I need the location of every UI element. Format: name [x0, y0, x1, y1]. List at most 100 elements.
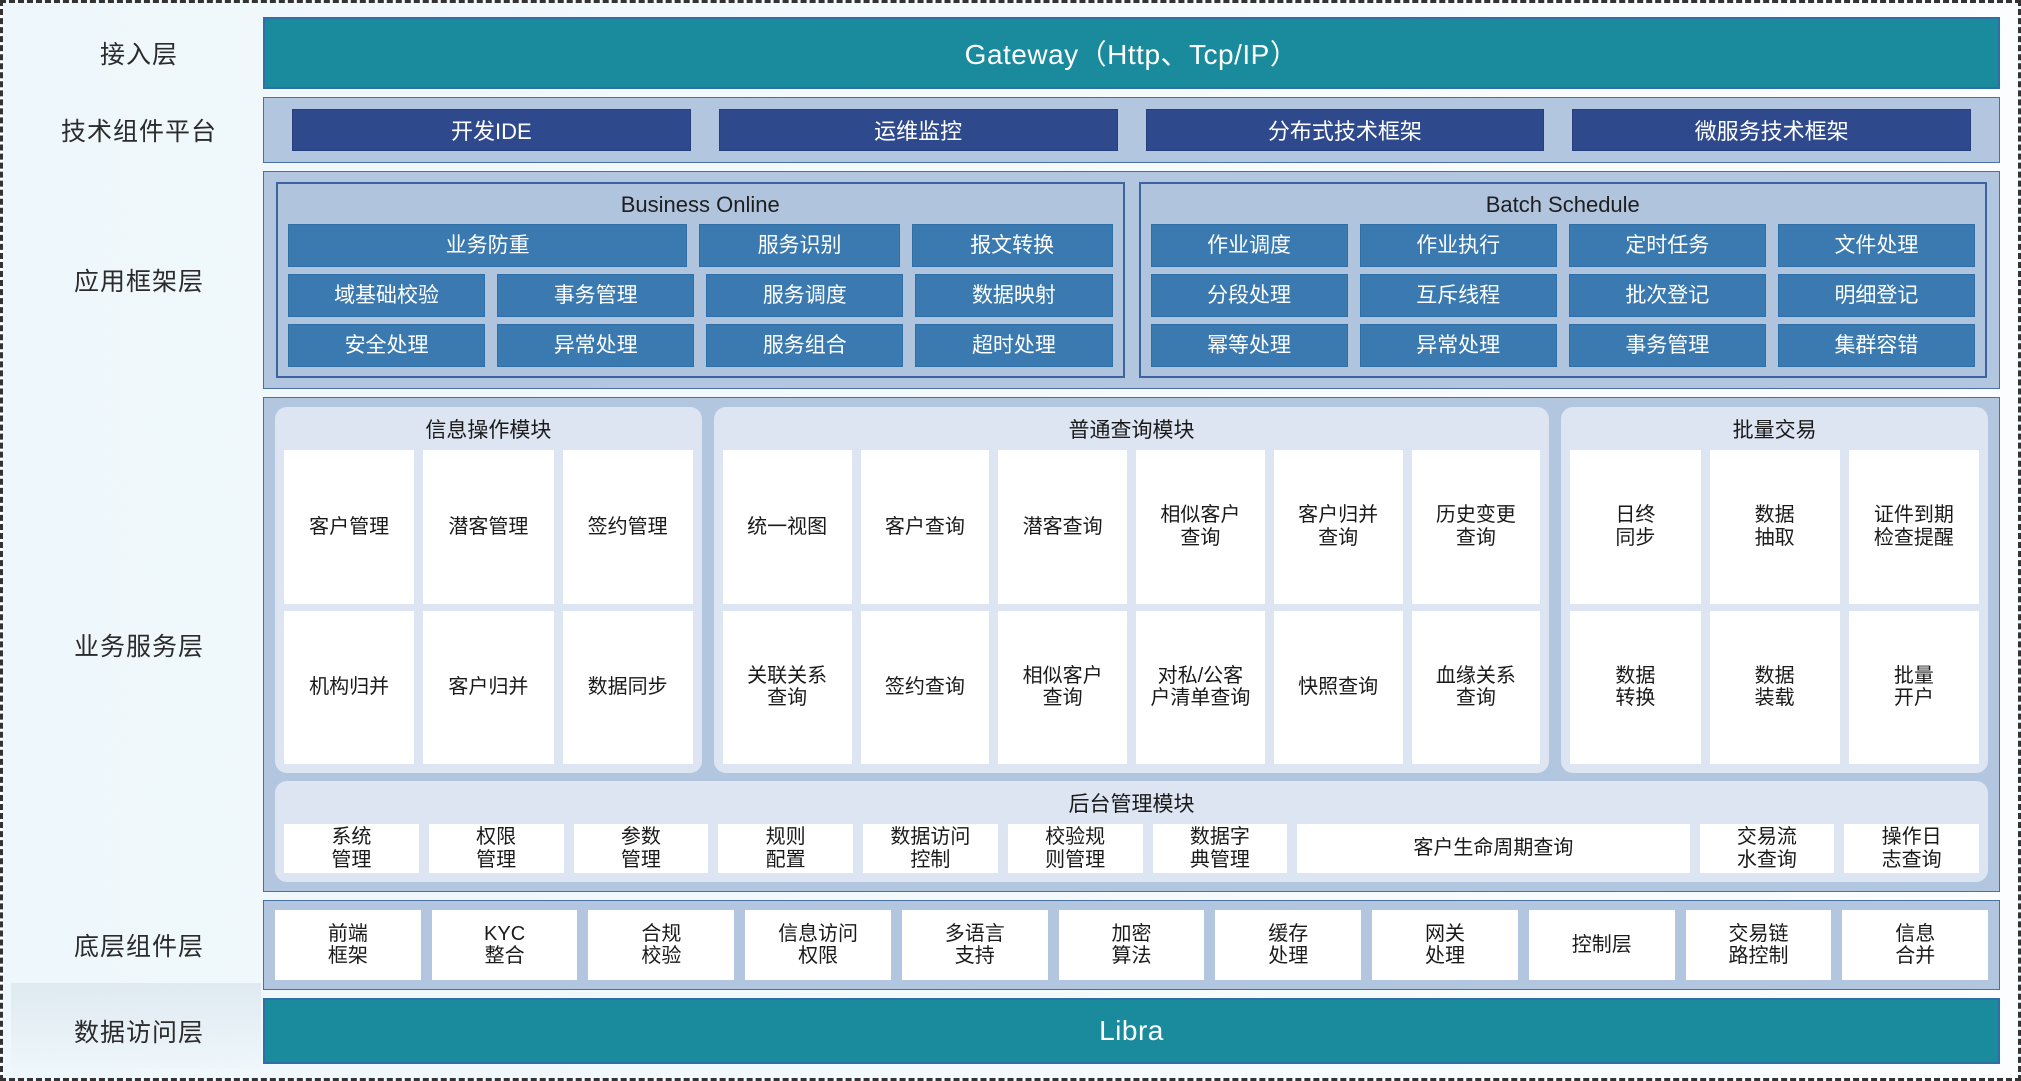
tech-platform-item-3[interactable]: 微服务技术框架: [1572, 109, 1971, 151]
business-module-cell-1-1-0[interactable]: 关联关系查询: [722, 610, 852, 765]
base-component-item-3[interactable]: 信息访问权限: [745, 910, 891, 980]
business-module-cell-1-1-2[interactable]: 相似客户查询: [998, 610, 1127, 765]
tech-platform-item-1[interactable]: 运维监控: [718, 109, 1118, 151]
admin-module-item-2[interactable]: 参数管理: [573, 824, 709, 873]
app-framework-cell-1-0-1[interactable]: 作业执行: [1359, 224, 1557, 267]
app-framework-cell-1-2-3[interactable]: 集群容错: [1777, 324, 1975, 367]
admin-module-item-9[interactable]: 操作日志查询: [1844, 824, 1979, 873]
business-module-cell-2-1-0[interactable]: 数据转换: [1570, 610, 1701, 765]
admin-module-item-7[interactable]: 客户生命周期查询: [1297, 824, 1690, 873]
app-framework-cell-0-1-1[interactable]: 事务管理: [497, 274, 695, 317]
app-framework-cell-0-0-2[interactable]: 报文转换: [911, 224, 1113, 267]
business-module-row-0-0: 客户管理潜客管理签约管理: [284, 450, 693, 604]
layer-row-business-service: 业务服务层 信息操作模块客户管理潜客管理签约管理机构归并客户归并数据同步普通查询…: [15, 397, 2000, 892]
layer-body-data-access: Libra: [263, 998, 2000, 1064]
app-framework-cell-1-0-2[interactable]: 定时任务: [1568, 224, 1766, 267]
business-module-cell-2-1-2[interactable]: 批量开户: [1848, 610, 1979, 765]
app-framework-cell-1-0-0[interactable]: 作业调度: [1150, 224, 1348, 267]
layer-label-base-components: 底层组件层: [73, 933, 204, 961]
base-component-item-8[interactable]: 控制层: [1528, 910, 1675, 980]
app-framework-cell-1-2-2[interactable]: 事务管理: [1568, 324, 1766, 367]
app-framework-cell-1-1-0[interactable]: 分段处理: [1150, 274, 1348, 317]
libra-banner[interactable]: Libra: [263, 998, 2000, 1064]
app-framework-cell-1-2-0[interactable]: 幂等处理: [1150, 324, 1348, 367]
layer-label-business-service: 业务服务层: [73, 632, 204, 661]
business-module-cell-1-0-2[interactable]: 潜客查询: [998, 450, 1127, 604]
tech-platform-item-2[interactable]: 分布式技术框架: [1145, 109, 1545, 151]
admin-module-item-1[interactable]: 权限管理: [428, 824, 564, 873]
business-module-cell-0-0-2[interactable]: 签约管理: [562, 450, 693, 604]
base-component-item-6[interactable]: 缓存处理: [1215, 910, 1362, 980]
app-framework-cell-0-1-2[interactable]: 服务调度: [706, 274, 904, 317]
app-framework-cell-1-1-3[interactable]: 明细登记: [1777, 274, 1975, 317]
business-module-cell-1-0-0[interactable]: 统一视图: [722, 450, 852, 604]
business-module-cell-1-0-5[interactable]: 历史变更查询: [1411, 450, 1541, 604]
app-framework-cell-0-1-3[interactable]: 数据映射: [915, 274, 1113, 317]
app-framework-cell-0-2-3[interactable]: 超时处理: [915, 324, 1113, 367]
app-framework-cell-1-2-1[interactable]: 异常处理: [1359, 324, 1557, 367]
business-module-title-0: 信息操作模块: [425, 419, 552, 442]
business-module-cell-1-1-5[interactable]: 血缘关系查询: [1411, 610, 1541, 765]
business-module-cell-2-1-1[interactable]: 数据装载: [1709, 610, 1840, 765]
admin-module-item-3[interactable]: 规则配置: [718, 824, 853, 873]
base-component-item-4[interactable]: 多语言支持: [901, 910, 1048, 980]
business-module-cell-0-0-0[interactable]: 客户管理: [284, 450, 415, 604]
business-module-cell-2-0-1[interactable]: 数据抽取: [1709, 450, 1840, 604]
admin-module-row: 后台管理模块 系统管理权限管理参数管理规则配置数据访问控制校验规则管理数据字典管…: [275, 781, 1988, 882]
business-module-cell-1-1-4[interactable]: 快照查询: [1273, 610, 1403, 765]
base-component-item-2[interactable]: 合规校验: [588, 910, 735, 980]
layer-label-data-access: 数据访问层: [73, 1019, 204, 1047]
business-module-row-0-1: 机构归并客户归并数据同步: [284, 610, 693, 765]
layer-body-tech-platform: 开发IDE 运维监控分布式技术框架微服务技术框架: [263, 97, 2000, 163]
app-framework-row-1-1: 分段处理互斥线程批次登记明细登记: [1150, 274, 1975, 317]
admin-module-item-6[interactable]: 数据字典管理: [1152, 824, 1288, 873]
app-framework-cell-0-1-0[interactable]: 域基础校验: [288, 274, 486, 317]
business-module-row-1-0: 统一视图客户查询潜客查询相似客户查询客户归并查询历史变更查询: [722, 450, 1541, 604]
tech-platform-item-0[interactable]: 开发IDE: [292, 109, 691, 151]
admin-module-item-8[interactable]: 交易流水查询: [1699, 824, 1835, 873]
admin-module-item-5[interactable]: 校验规则管理: [1007, 824, 1143, 873]
app-framework-cell-0-2-2[interactable]: 服务组合: [706, 324, 904, 367]
layer-row-data-access: 数据访问层 Libra: [15, 998, 2000, 1064]
gateway-banner[interactable]: Gateway（Http、Tcp/IP）: [263, 17, 2000, 89]
app-framework-cell-1-0-3[interactable]: 文件处理: [1777, 224, 1975, 267]
app-framework-cell-0-2-0[interactable]: 安全处理: [288, 324, 486, 367]
business-module-cell-0-1-0[interactable]: 机构归并: [284, 610, 415, 765]
business-module-cell-1-0-3[interactable]: 相似客户查询: [1136, 450, 1265, 604]
app-framework-group-rows-0: 业务防重服务识别报文转换域基础校验事务管理服务调度数据映射安全处理异常处理服务组…: [288, 224, 1113, 367]
business-module-cell-1-1-3[interactable]: 对私/公客户清单查询: [1136, 610, 1265, 765]
base-component-item-0[interactable]: 前端框架: [275, 910, 421, 980]
business-module-cell-2-0-0[interactable]: 日终同步: [1570, 450, 1701, 604]
business-module-cell-1-0-4[interactable]: 客户归并查询: [1273, 450, 1403, 604]
app-framework-cell-0-0-0[interactable]: 业务防重: [288, 224, 688, 267]
admin-module-items: 系统管理权限管理参数管理规则配置数据访问控制校验规则管理数据字典管理客户生命周期…: [284, 824, 1979, 873]
business-module-cell-0-1-2[interactable]: 数据同步: [562, 610, 693, 765]
business-module-cell-0-1-1[interactable]: 客户归并: [423, 610, 554, 765]
app-framework-cell-0-0-1[interactable]: 服务识别: [699, 224, 900, 267]
business-module-cell-1-0-1[interactable]: 客户查询: [860, 450, 990, 604]
app-framework-cell-1-1-2[interactable]: 批次登记: [1568, 274, 1766, 317]
app-framework-cell-0-2-1[interactable]: 异常处理: [497, 324, 695, 367]
app-framework-cell-1-1-1[interactable]: 互斥线程: [1359, 274, 1557, 317]
layer-label-app-framework: 应用框架层: [73, 268, 204, 296]
admin-module-item-0[interactable]: 系统管理: [284, 824, 419, 873]
business-module-2: 批量交易日终同步数据抽取证件到期检查提醒数据转换数据装载批量开户: [1561, 407, 1988, 774]
base-component-item-5[interactable]: 加密算法: [1058, 910, 1205, 980]
business-module-cell-1-1-1[interactable]: 签约查询: [860, 610, 990, 765]
business-module-cell-2-0-2[interactable]: 证件到期检查提醒: [1848, 450, 1979, 604]
base-component-item-10[interactable]: 信息合并: [1842, 910, 1989, 980]
admin-module-item-4[interactable]: 数据访问控制: [863, 824, 998, 873]
base-component-item-9[interactable]: 交易链路控制: [1685, 910, 1832, 980]
base-component-item-7[interactable]: 网关处理: [1372, 910, 1518, 980]
business-module-cell-0-0-1[interactable]: 潜客管理: [423, 450, 554, 604]
app-framework-row-0-1: 域基础校验事务管理服务调度数据映射: [288, 274, 1113, 317]
app-framework-row-1-2: 幂等处理异常处理事务管理集群容错: [1150, 324, 1975, 367]
